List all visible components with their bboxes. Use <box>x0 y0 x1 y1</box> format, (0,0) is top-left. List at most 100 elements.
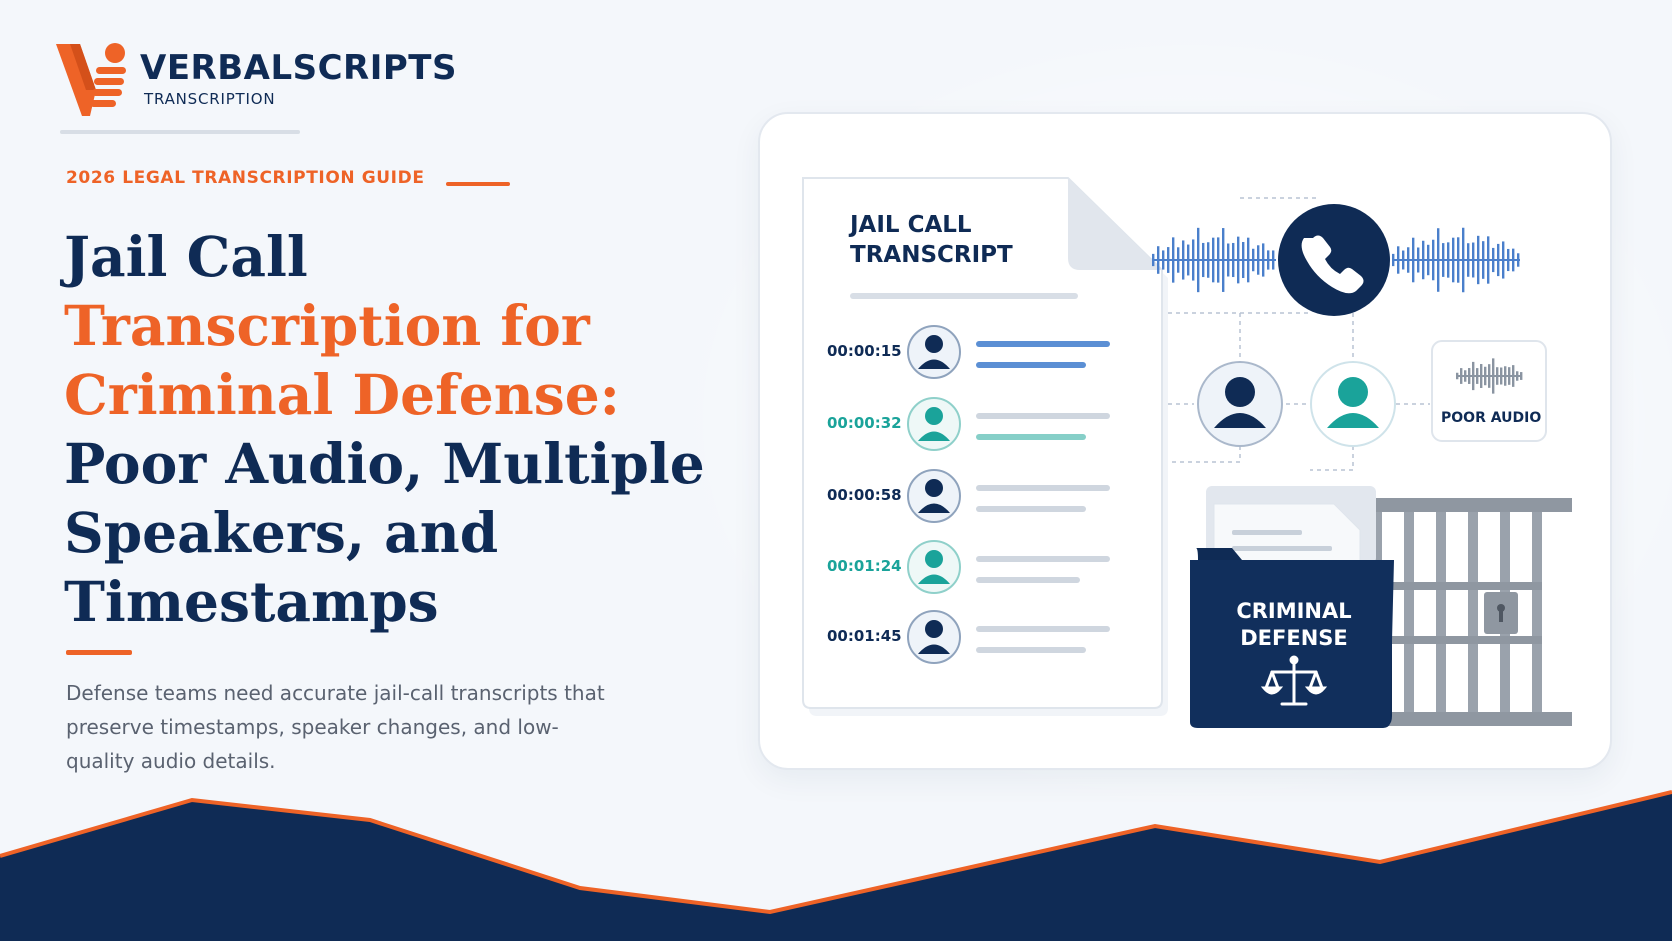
poor-audio-badge <box>1431 340 1547 442</box>
soundwave-bar <box>1482 241 1485 279</box>
soundwave-bar <box>1476 368 1479 384</box>
soundwave-bar <box>1467 243 1470 277</box>
title-line-5: Speakers, and <box>64 500 499 565</box>
soundwave-bar <box>1222 228 1225 292</box>
soundwave-bar <box>1462 227 1465 293</box>
folder-label: CRIMINAL DEFENSE <box>1196 598 1392 652</box>
soundwave-bar <box>1262 243 1265 277</box>
folder-label-line-2: DEFENSE <box>1240 626 1348 650</box>
soundwave-bar <box>1152 253 1155 267</box>
soundwave-bar <box>1392 253 1395 267</box>
soundwave-bar <box>1217 237 1220 283</box>
title-line-6: Timestamps <box>64 569 439 634</box>
soundwave-right-icon <box>1392 227 1520 293</box>
soundwave-bar <box>1422 240 1425 280</box>
soundwave-bar <box>1402 250 1405 270</box>
transcript-row <box>907 469 1110 523</box>
poor-audio-label: POOR AUDIO <box>1441 410 1542 426</box>
eyebrow-accent-line <box>446 182 510 186</box>
title-line-4: Poor Audio, Multiple <box>64 431 705 496</box>
soundwave-bar <box>1464 370 1467 382</box>
soundwave-bar <box>1497 243 1500 277</box>
soundwave-bar <box>1162 250 1165 270</box>
soundwave-bar <box>1487 236 1490 284</box>
soundwave-bar <box>1407 247 1410 273</box>
title-line-1: Jail Call <box>64 224 308 289</box>
eyebrow-label: 2026 LEGAL TRANSCRIPTION GUIDE <box>66 168 425 188</box>
transcript-title: JAIL CALL TRANSCRIPT <box>850 210 1013 270</box>
soundwave-bar <box>1442 243 1445 277</box>
soundwave-bar <box>1237 236 1240 284</box>
soundwave-bar <box>1417 247 1420 273</box>
soundwave-bar <box>1468 368 1471 384</box>
soundwave-bar <box>1516 371 1519 381</box>
title-underline <box>850 293 1078 299</box>
soundwave-bar <box>1502 241 1505 279</box>
poor-audio-soundwave-icon <box>1456 358 1523 394</box>
soundwave-bar <box>1167 247 1170 273</box>
scales-of-justice-icon <box>1260 655 1328 706</box>
soundwave-bar <box>1507 248 1510 272</box>
soundwave-bar <box>1187 244 1190 276</box>
connector-lines <box>1160 197 1430 471</box>
soundwave-bar <box>1512 365 1515 387</box>
soundwave-bar <box>1212 237 1215 283</box>
folder-label-line-1: CRIMINAL <box>1236 599 1352 623</box>
title-accent-line <box>66 650 132 655</box>
soundwave-bar <box>1512 248 1515 272</box>
speaker-avatar-teal <box>1310 361 1396 447</box>
soundwave-bar <box>1477 235 1480 285</box>
soundwave-bar <box>1520 372 1523 380</box>
soundwave-bar <box>1197 227 1200 293</box>
soundwave-bar <box>1456 372 1459 380</box>
soundwave-bar <box>1460 368 1463 384</box>
soundwave-bar <box>1452 237 1455 283</box>
document-fold-icon <box>1068 178 1162 270</box>
page-title: Jail Call Transcription for Criminal Def… <box>64 222 705 636</box>
soundwave-bar <box>1504 366 1507 386</box>
soundwave-bar <box>1517 253 1520 267</box>
soundwave-bar <box>1267 250 1270 270</box>
soundwave-bar <box>1227 243 1230 277</box>
soundwave-bar <box>1157 246 1160 274</box>
soundwave-bar <box>1492 247 1495 273</box>
timestamp-4: 00:01:24 <box>827 557 902 575</box>
verbalscripts-logo-icon <box>56 43 126 116</box>
transcript-title-line-1: JAIL CALL <box>850 212 972 238</box>
soundwave-bar <box>1192 239 1195 281</box>
transcript-row <box>907 325 1110 379</box>
soundwave-bar <box>1437 228 1440 292</box>
soundwave-bar <box>1508 367 1511 385</box>
transcript-rows <box>907 325 1110 664</box>
soundwave-bar <box>1247 237 1250 283</box>
transcript-document <box>802 177 1168 716</box>
soundwave-bar <box>1242 241 1245 279</box>
soundwave-bar <box>1447 242 1450 278</box>
soundwave-bar <box>1232 242 1235 278</box>
soundwave-bar <box>1202 242 1205 278</box>
title-line-2: Transcription for <box>64 293 590 358</box>
soundwave-bar <box>1496 367 1499 385</box>
transcript-title-line-2: TRANSCRIPT <box>850 242 1013 268</box>
brand-divider <box>60 130 300 134</box>
soundwave-left-icon <box>1152 227 1276 293</box>
timestamp-2: 00:00:32 <box>827 414 902 432</box>
bottom-wave-decoration <box>0 790 1672 941</box>
soundwave-bar <box>1412 237 1415 283</box>
criminal-defense-folder-icon <box>1190 486 1394 728</box>
soundwave-bar <box>1252 248 1255 272</box>
soundwave-bar <box>1484 366 1487 386</box>
soundwave-bar <box>1480 364 1483 388</box>
soundwave-bar <box>1177 247 1180 273</box>
soundwave-bar <box>1432 239 1435 281</box>
transcript-row <box>907 540 1110 594</box>
page-description: Defense teams need accurate jail-call tr… <box>66 681 605 773</box>
timestamp-5: 00:01:45 <box>827 627 902 645</box>
soundwave-bar <box>1488 364 1491 388</box>
title-line-3: Criminal Defense: <box>64 362 620 427</box>
phone-icon <box>1278 204 1390 316</box>
soundwave-bar <box>1472 361 1475 391</box>
transcript-row <box>907 397 1110 451</box>
